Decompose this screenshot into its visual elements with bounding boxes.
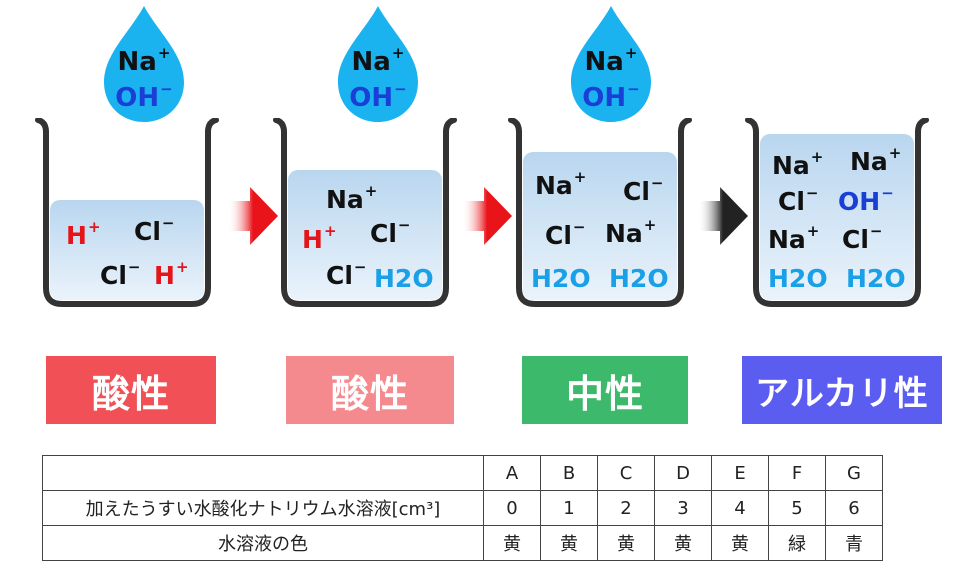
- table-cell: 0: [483, 490, 541, 526]
- beaker-3: Na+ Cl− Cl− Na+ H2O H2O: [505, 118, 695, 308]
- column-header: C: [597, 455, 655, 491]
- column-header: D: [654, 455, 712, 491]
- drop-cation: Na+: [351, 44, 405, 77]
- label-alkaline: アルカリ性: [742, 356, 942, 424]
- column-header: E: [711, 455, 769, 491]
- ion: Cl−: [370, 216, 411, 248]
- table-cell: 黄: [654, 525, 712, 561]
- ion: Cl−: [326, 258, 367, 290]
- table-cell: 4: [711, 490, 769, 526]
- drop-anion: OH−: [582, 80, 640, 113]
- naoh-drop-3: Na+ OH−: [563, 2, 659, 124]
- beaker-glass: [745, 118, 929, 307]
- ion: H2O: [846, 264, 906, 293]
- beaker-glass: [508, 118, 692, 307]
- naoh-drop-2: Na+ OH−: [330, 2, 426, 124]
- table-row: 水溶液の色 黄 黄 黄 黄 黄 緑 青: [42, 525, 883, 561]
- beaker-glass: [35, 118, 219, 307]
- row-label: 加えたうすい水酸化ナトリウム水溶液[cm³]: [42, 490, 484, 526]
- table-cell: 黄: [483, 525, 541, 561]
- ion: Cl−: [778, 184, 819, 216]
- beaker-1: H+ Cl− Cl− H+: [32, 118, 222, 308]
- label-neutral: 中性: [522, 356, 688, 424]
- drop-cation: Na+: [584, 44, 638, 77]
- ion: Na+: [768, 222, 820, 254]
- table-cell: 黄: [597, 525, 655, 561]
- ion: H2O: [609, 264, 669, 293]
- table-corner-cell: [42, 455, 484, 491]
- ion: H2O: [531, 264, 591, 293]
- drop-shape: [338, 6, 418, 122]
- results-table: A B C D E F G 加えたうすい水酸化ナトリウム水溶液[cm³] 0 1…: [42, 455, 883, 561]
- label-acidic: 酸性: [46, 356, 216, 424]
- drop-shape: [104, 6, 184, 122]
- arrow-right-icon: [698, 187, 748, 245]
- table-header-row: A B C D E F G: [42, 455, 883, 491]
- column-header: F: [768, 455, 826, 491]
- beaker-glass: [273, 118, 457, 307]
- drop-cation: Na+: [117, 44, 171, 77]
- ion: Cl−: [623, 174, 664, 206]
- table-cell: 2: [597, 490, 655, 526]
- table-cell: 5: [768, 490, 826, 526]
- ion: H+: [154, 258, 189, 290]
- ion: H2O: [768, 264, 828, 293]
- ion: H+: [302, 222, 337, 254]
- ion: Cl−: [100, 258, 141, 290]
- table-cell: 6: [825, 490, 883, 526]
- ion: Na+: [772, 148, 824, 180]
- ion: H+: [66, 218, 101, 250]
- column-header: A: [483, 455, 541, 491]
- drop-shape: [571, 6, 651, 122]
- ion: Na+: [605, 216, 657, 248]
- column-header: G: [825, 455, 883, 491]
- label-acidic-weak: 酸性: [286, 356, 454, 424]
- ion: Cl−: [134, 214, 175, 246]
- arrow-right-icon: [462, 187, 512, 245]
- ion: Na+: [535, 168, 587, 200]
- ion: Cl−: [545, 218, 586, 250]
- drop-anion: OH−: [349, 80, 407, 113]
- table-cell: 1: [540, 490, 598, 526]
- table-cell: 黄: [711, 525, 769, 561]
- drop-anion: OH−: [115, 80, 173, 113]
- table-cell: 緑: [768, 525, 826, 561]
- beaker-4: Na+ Na+ Cl− OH− Na+ Cl− H2O H2O: [742, 118, 932, 308]
- table-row: 加えたうすい水酸化ナトリウム水溶液[cm³] 0 1 2 3 4 5 6: [42, 490, 883, 526]
- table-cell: 黄: [540, 525, 598, 561]
- beaker-2: Na+ H+ Cl− Cl− H2O: [270, 118, 460, 308]
- table-cell: 3: [654, 490, 712, 526]
- ion: OH−: [838, 184, 894, 216]
- ion: H2O: [374, 264, 434, 293]
- ion: Cl−: [842, 222, 883, 254]
- row-label: 水溶液の色: [42, 525, 484, 561]
- ion: Na+: [326, 182, 378, 214]
- arrow-right-icon: [228, 187, 278, 245]
- ion: Na+: [850, 144, 902, 176]
- column-header: B: [540, 455, 598, 491]
- table-cell: 青: [825, 525, 883, 561]
- naoh-drop-1: Na+ OH−: [96, 2, 192, 124]
